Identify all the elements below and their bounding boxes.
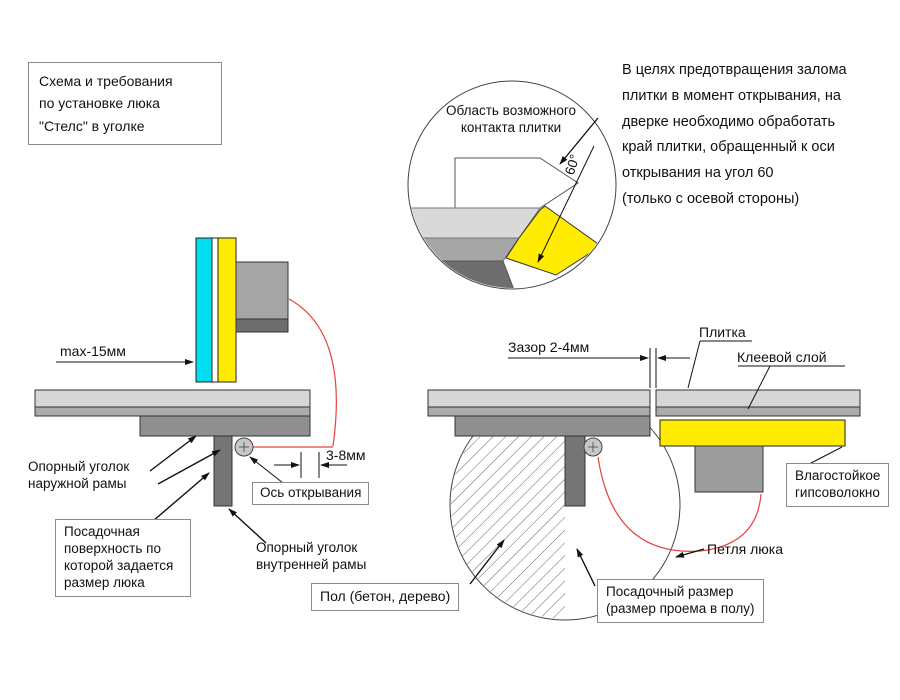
door-frame-profile bbox=[235, 261, 289, 320]
swing-arc-left bbox=[288, 298, 337, 447]
door-stiffener-block bbox=[694, 445, 764, 493]
opening-axis-label: Ось открывания bbox=[252, 482, 370, 505]
axis-leader bbox=[249, 456, 284, 484]
gap-label: Зазор 2-4мм bbox=[508, 339, 590, 355]
floor-tile-slab-right bbox=[427, 389, 651, 408]
hinge-label: Петля люка bbox=[707, 541, 784, 557]
door-tile-slab bbox=[655, 389, 861, 408]
glue-layer-right bbox=[427, 406, 651, 417]
tile-leader bbox=[687, 340, 701, 389]
floor-label-arrow bbox=[469, 539, 505, 585]
door-glue-strip bbox=[211, 237, 219, 383]
floor-hatching bbox=[451, 436, 565, 619]
detail-tile-layer bbox=[409, 207, 541, 239]
inner-corner-label: Опорный уголок внутренней рамы bbox=[256, 540, 367, 572]
seating-arrow bbox=[145, 472, 210, 528]
outer-corner-arrow-1 bbox=[149, 435, 197, 472]
detail-view bbox=[407, 80, 617, 290]
detail-frame-layer bbox=[409, 260, 517, 288]
inner-frame-angle-right bbox=[564, 435, 586, 507]
glue-leader bbox=[747, 365, 771, 410]
title-box: Схема и требования по установке люка "Ст… bbox=[28, 62, 222, 146]
seating-surface-label: Посадочная поверхность по которой задает… bbox=[55, 519, 191, 597]
outer-corner-arrow-2 bbox=[157, 449, 221, 485]
floor-label: Пол (бетон, дерево) bbox=[311, 583, 460, 611]
gypsum-label: Влагостойкое гипсоволокно bbox=[786, 463, 890, 507]
door-frame-profile-dark bbox=[235, 318, 289, 333]
seat-size-label: Посадочный размер (размер проема в полу) bbox=[597, 579, 764, 623]
contact-area-arrow bbox=[559, 117, 599, 165]
right-section bbox=[427, 340, 861, 621]
note-text: В целях предотвращения залома плитки в м… bbox=[622, 62, 847, 207]
tile-edge-profile bbox=[454, 157, 579, 209]
floor-tile-slab-left bbox=[34, 389, 311, 408]
seat-size-arrow bbox=[576, 548, 596, 587]
door-gypsum-slab bbox=[659, 419, 846, 447]
inner-corner-arrow bbox=[228, 508, 267, 544]
detail-label: Область возможного контакта плитки bbox=[445, 103, 577, 135]
tile-label: Плитка bbox=[699, 324, 746, 340]
edge-gap-label: 3-8мм bbox=[326, 447, 366, 463]
hinge-label-arrow bbox=[675, 548, 705, 558]
angle-leader bbox=[537, 145, 595, 263]
door-gypsum-layer bbox=[217, 237, 237, 383]
outer-corner-label: Опорный уголок наружной рамы bbox=[28, 459, 130, 491]
door-glue-layer bbox=[655, 406, 861, 417]
glue-label: Клеевой слой bbox=[737, 349, 827, 365]
inner-frame-angle bbox=[213, 435, 233, 507]
outer-frame-angle bbox=[139, 415, 311, 437]
outer-frame-angle-right bbox=[454, 415, 651, 437]
max-thickness-label: max-15мм bbox=[60, 343, 126, 359]
glue-layer-left bbox=[34, 406, 311, 417]
door-tile-layer bbox=[195, 237, 213, 383]
left-section bbox=[34, 237, 347, 544]
